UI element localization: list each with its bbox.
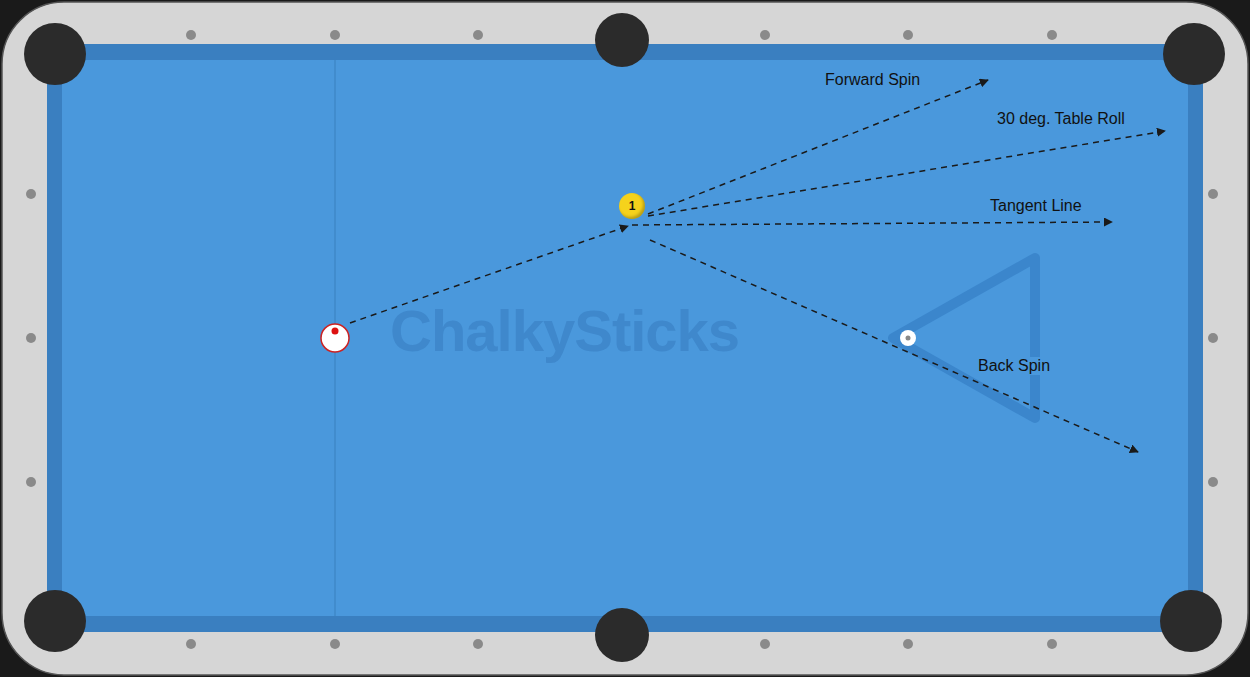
cushion xyxy=(47,44,1203,632)
spin-label: Tangent Line xyxy=(988,197,1084,215)
object-ball: 1 xyxy=(619,193,645,219)
spin-label: Back Spin xyxy=(976,357,1052,375)
ball-paths xyxy=(350,80,1165,452)
table-cloth xyxy=(62,60,1188,616)
foot-spot-center xyxy=(906,336,911,341)
ball-number: 1 xyxy=(629,200,636,212)
rack-triangle xyxy=(893,258,1035,418)
foot-spot xyxy=(900,330,916,346)
diamonds xyxy=(26,30,1218,649)
pockets xyxy=(24,13,1225,662)
cue-tip-mark xyxy=(332,328,339,335)
spin-label: 30 deg. Table Roll xyxy=(995,110,1127,128)
cue-ball xyxy=(321,324,349,352)
watermark: ChalkySticks xyxy=(390,302,739,360)
spin-label: Forward Spin xyxy=(823,71,922,89)
